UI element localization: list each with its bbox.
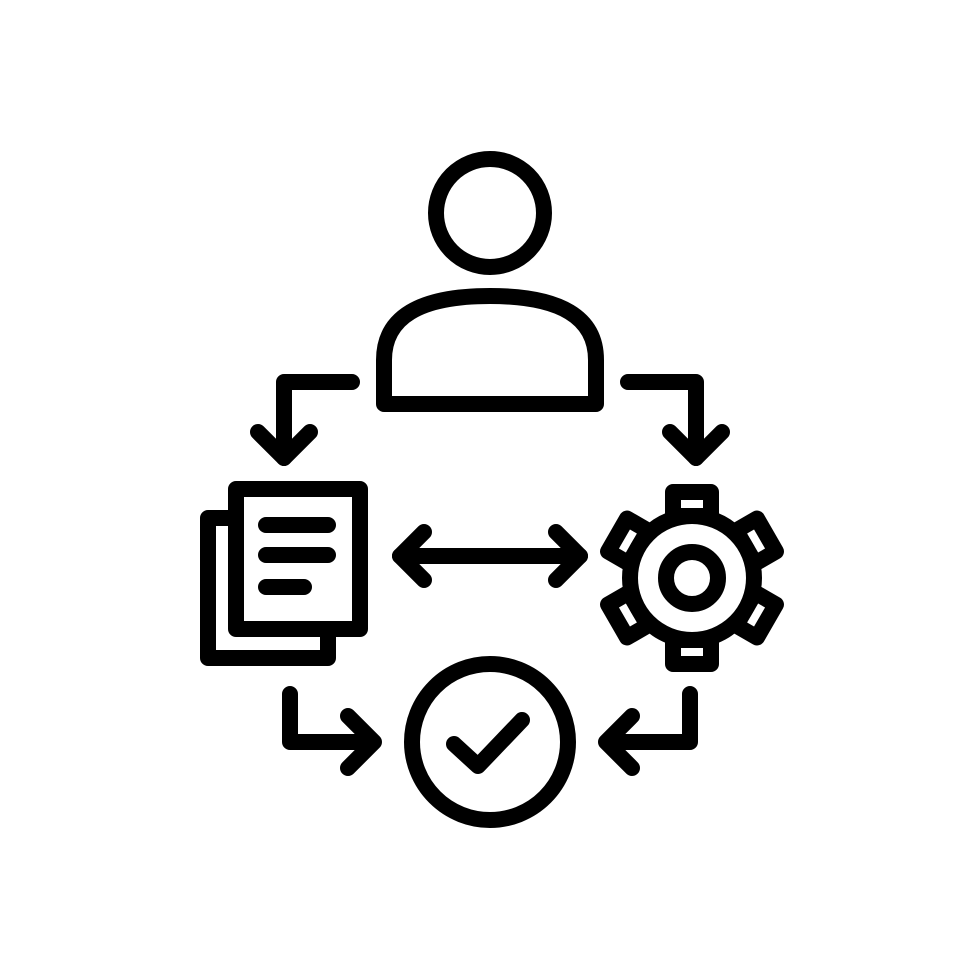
- back-page: [200, 510, 336, 666]
- bidirectional-arrow-icon: [392, 524, 588, 588]
- flow-arrow-icon: [598, 686, 698, 776]
- check-circle: [404, 656, 576, 828]
- check-mark: [446, 712, 530, 774]
- check-circle-icon: [404, 656, 576, 828]
- user-body: [376, 288, 604, 412]
- user-head: [428, 151, 552, 275]
- flow-arrow-icon: [250, 374, 360, 466]
- user-icon: [376, 151, 604, 412]
- gear-icon: [600, 484, 784, 672]
- flow-arrow-icon: [620, 374, 730, 466]
- front-page: [228, 481, 368, 637]
- gear-body: [622, 508, 762, 648]
- gear-hub: [658, 544, 726, 612]
- documents-icon: [200, 481, 368, 666]
- flow-arrow-icon: [282, 686, 382, 776]
